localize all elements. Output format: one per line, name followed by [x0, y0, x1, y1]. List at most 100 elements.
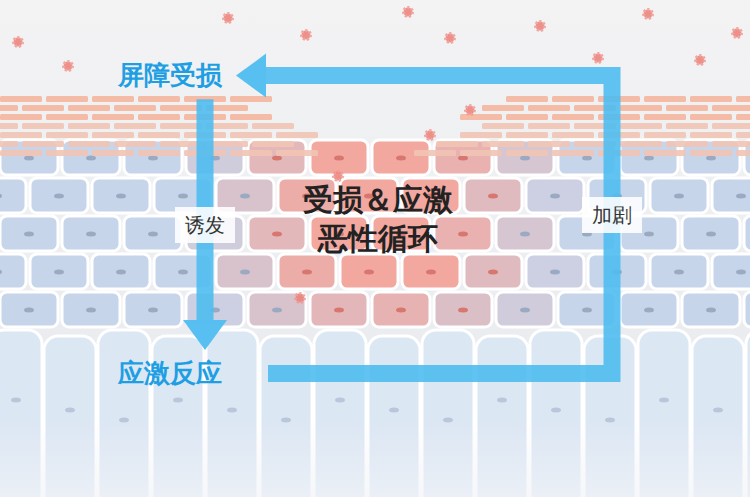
nucleus	[736, 194, 746, 199]
nucleus	[520, 156, 530, 161]
nucleus	[272, 232, 282, 237]
corneum-brick	[506, 96, 548, 102]
corneum-brick	[506, 150, 548, 156]
corneum-brick	[160, 105, 202, 111]
skin-cell	[0, 292, 58, 327]
nucleus	[0, 194, 2, 199]
corneum-brick	[482, 105, 524, 111]
nucleus	[335, 398, 345, 403]
skin-cell	[30, 178, 88, 213]
skin-cell	[372, 292, 430, 327]
corneum-brick	[644, 114, 686, 120]
skin-cell	[434, 292, 492, 327]
corneum-brick	[114, 105, 156, 111]
nucleus	[520, 308, 530, 313]
cycle-title: 受损＆应激 恶性循环	[290, 180, 465, 258]
irritant-particle	[404, 8, 413, 17]
corneum-brick	[92, 150, 134, 156]
nucleus	[389, 408, 399, 413]
nucleus	[54, 270, 64, 275]
corneum-brick	[0, 132, 42, 138]
nucleus	[426, 270, 436, 275]
nucleus	[24, 232, 34, 237]
nucleus	[334, 156, 344, 161]
nucleus	[173, 398, 183, 403]
corneum-brick	[68, 141, 110, 147]
skin-cell	[496, 216, 554, 251]
irritant-particle	[594, 54, 603, 63]
skin-cell	[278, 254, 336, 289]
nucleus	[86, 232, 96, 237]
corneum-brick	[644, 96, 686, 102]
skin-cell	[402, 254, 460, 289]
nucleus	[497, 398, 507, 403]
corneum-brick	[92, 114, 134, 120]
corneum-brick	[460, 132, 502, 138]
nucleus	[24, 308, 34, 313]
corneum-brick	[736, 132, 750, 138]
corneum-brick	[230, 150, 272, 156]
irritant-particle	[536, 22, 545, 31]
corneum-brick	[712, 105, 750, 111]
corneum-brick	[666, 141, 708, 147]
nucleus	[272, 308, 282, 313]
corneum-brick	[690, 96, 732, 102]
nucleus	[550, 194, 560, 199]
skin-cell	[248, 216, 306, 251]
corneum-brick	[414, 150, 456, 156]
basal-cells	[0, 330, 750, 497]
skin-cell	[372, 140, 430, 175]
nucleus	[116, 270, 126, 275]
irritant-particle	[446, 34, 455, 43]
corneum-brick	[736, 96, 750, 102]
corneum-brick	[736, 150, 750, 156]
corneum-brick	[736, 114, 750, 120]
skin-cell	[124, 292, 182, 327]
nucleus	[582, 156, 592, 161]
corneum-brick	[712, 141, 750, 147]
nucleus	[713, 408, 723, 413]
skin-cell	[0, 178, 26, 213]
skin-cell	[62, 140, 120, 175]
bottom-fade	[0, 420, 750, 497]
irritant-particle	[224, 14, 233, 23]
edge-label: 诱发	[175, 207, 235, 243]
irritant-particle	[466, 106, 475, 115]
nucleus	[458, 232, 468, 237]
nucleus	[644, 308, 654, 313]
corneum-brick	[552, 96, 594, 102]
nucleus	[706, 156, 716, 161]
irritant-particle	[426, 131, 435, 140]
stratum-corneum	[0, 96, 750, 156]
nucleus	[272, 156, 282, 161]
corneum-brick	[620, 141, 662, 147]
corneum-brick	[644, 132, 686, 138]
nucleus	[240, 194, 250, 199]
corneum-brick	[482, 141, 524, 147]
corneum-brick	[552, 132, 594, 138]
corneum-brick	[666, 123, 708, 129]
nucleus	[11, 398, 21, 403]
corneum-brick	[552, 150, 594, 156]
skin-cell	[464, 254, 522, 289]
corneum-brick	[138, 150, 180, 156]
nucleus	[65, 408, 75, 413]
skin-cell	[682, 216, 740, 251]
nucleus	[582, 308, 592, 313]
corneum-brick	[22, 105, 64, 111]
nucleus	[706, 232, 716, 237]
skin-cell	[496, 292, 554, 327]
corneum-brick	[644, 150, 686, 156]
skin-cell	[526, 254, 584, 289]
corneum-brick	[506, 114, 548, 120]
corneum-brick	[690, 132, 732, 138]
skin-cell	[682, 292, 740, 327]
skin-cell	[310, 292, 368, 327]
corneum-brick	[690, 114, 732, 120]
skin-cell	[0, 254, 26, 289]
irritant-particle	[696, 56, 705, 65]
nucleus	[240, 270, 250, 275]
nucleus	[86, 156, 96, 161]
skin-cell	[650, 254, 708, 289]
